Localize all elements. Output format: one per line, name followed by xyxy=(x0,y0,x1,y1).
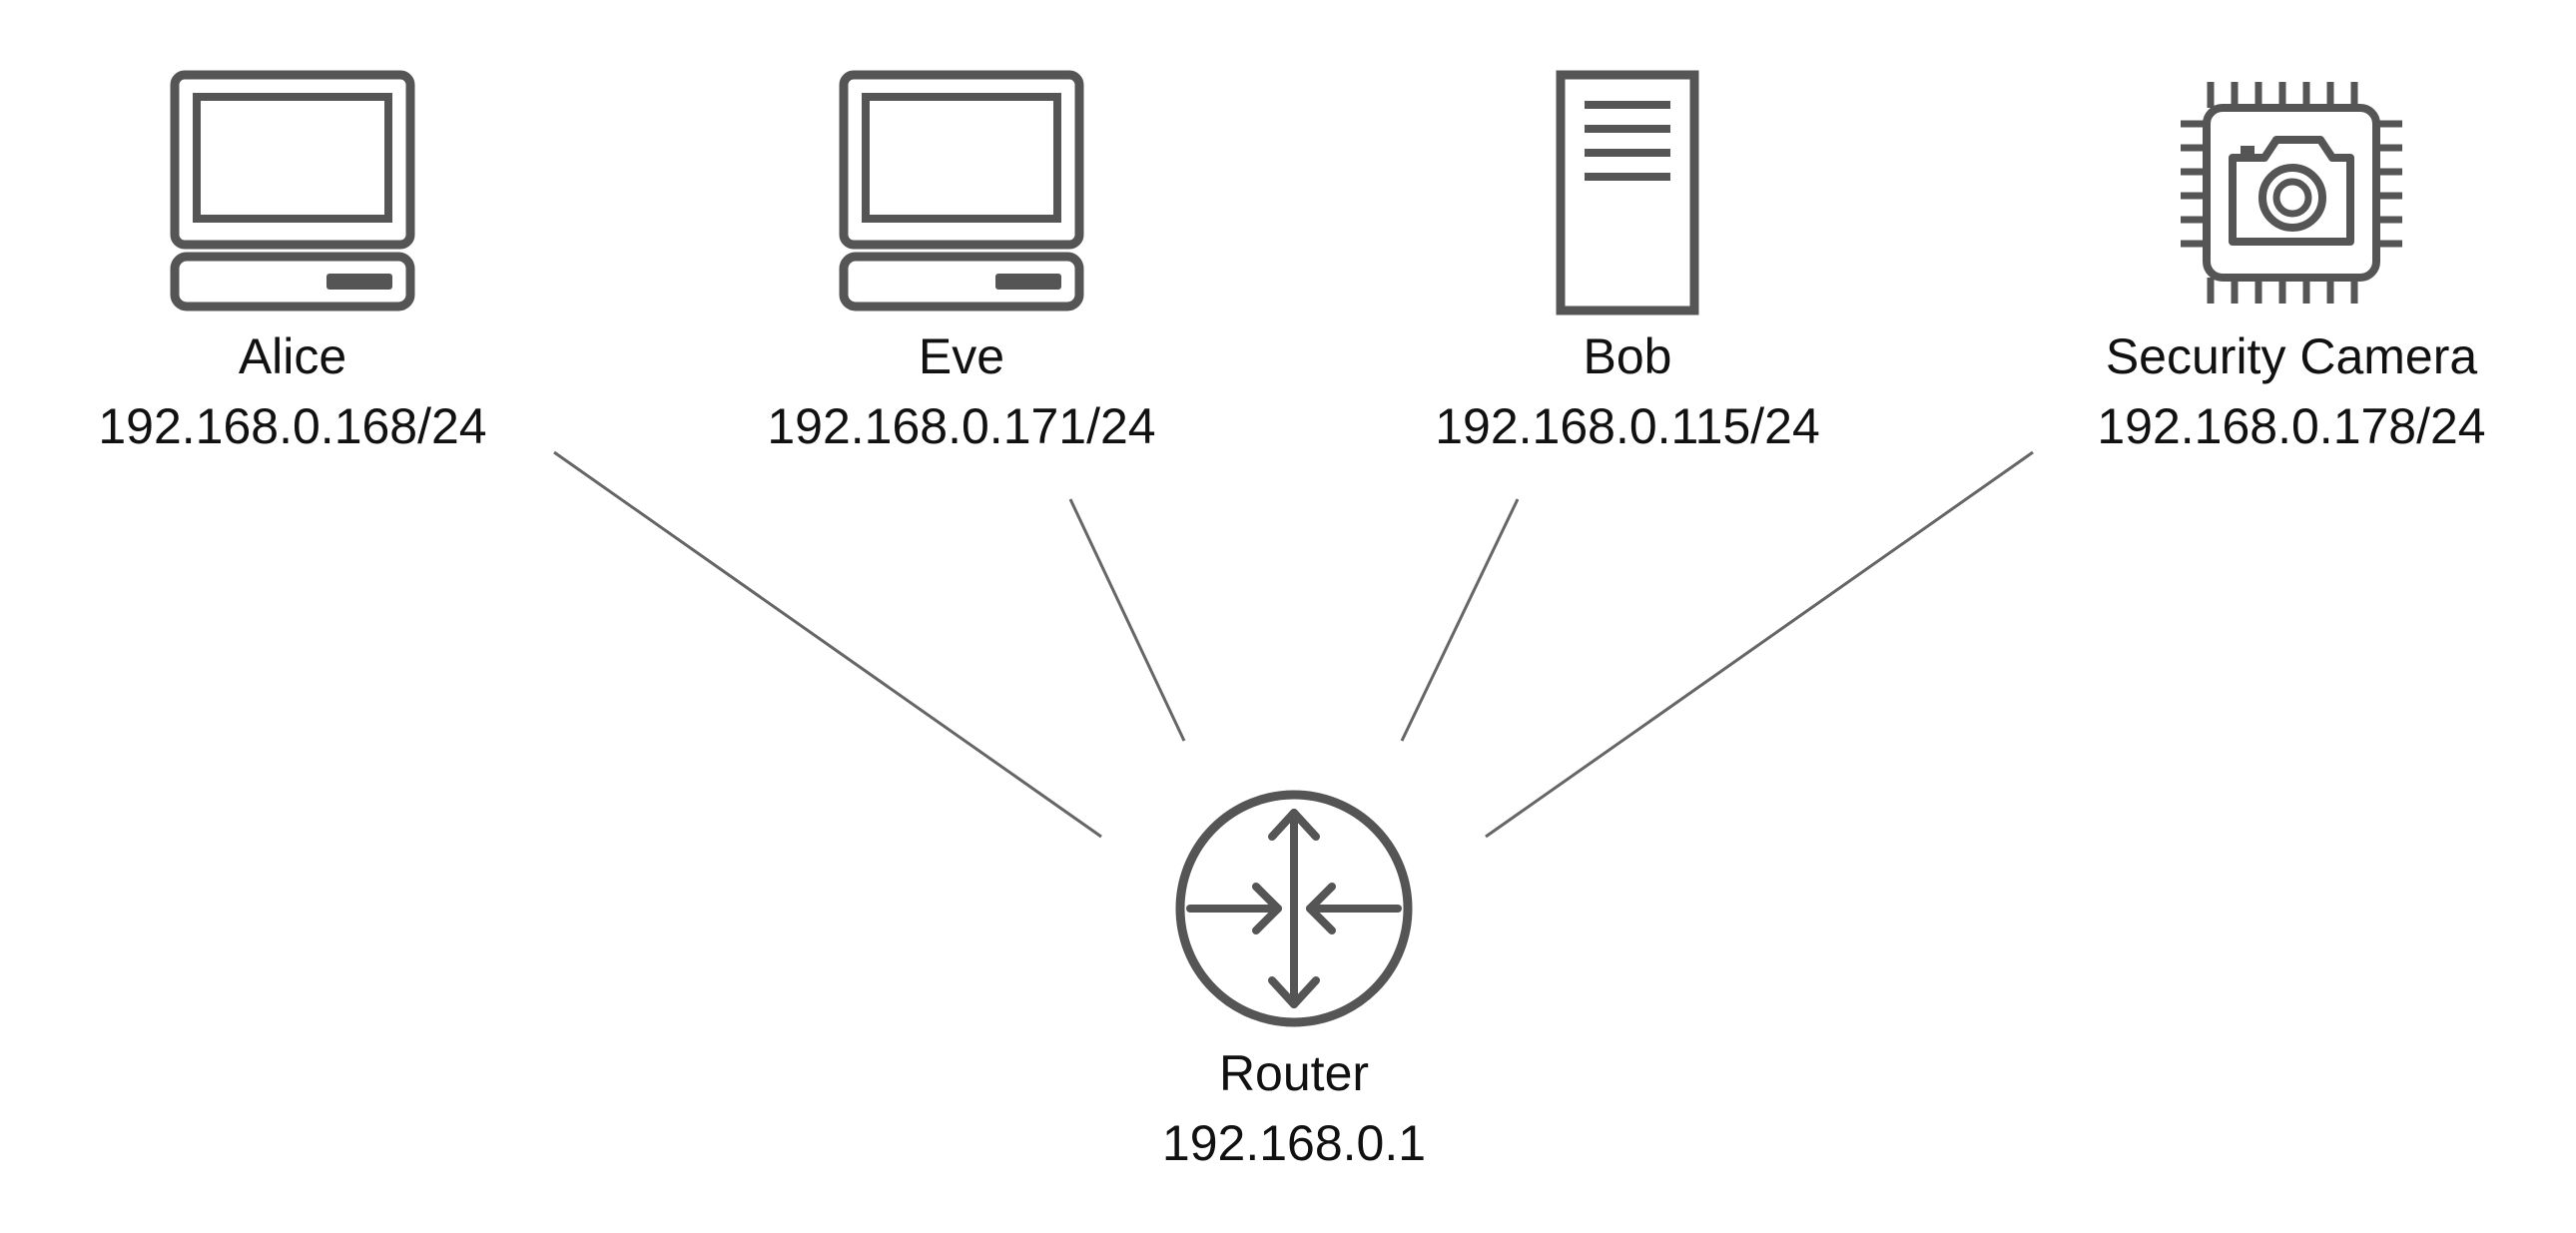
link-eve-router xyxy=(1068,498,1186,742)
node-ip-address: 192.168.0.115/24 xyxy=(1435,398,1820,454)
node-label-eve: Eve 192.168.0.171/24 xyxy=(612,321,1311,461)
node-ip-address: 192.168.0.1 xyxy=(1161,1115,1427,1171)
node-label-alice: Alice 192.168.0.168/24 xyxy=(0,321,642,461)
security-camera-icon xyxy=(2181,82,2402,304)
desktop-computer-icon xyxy=(170,70,415,311)
desktop-computer-icon xyxy=(839,70,1084,311)
links-group xyxy=(553,450,2034,839)
link-camera-router xyxy=(1485,450,2034,839)
node-name: Alice xyxy=(238,328,347,384)
node-label-bob: Bob 192.168.0.115/24 xyxy=(1278,321,1977,461)
node-name: Security Camera xyxy=(2105,328,2478,384)
server-tower-icon xyxy=(1556,70,1699,315)
router-icon xyxy=(1175,790,1413,1027)
node-label-security-camera: Security Camera 192.168.0.178/24 xyxy=(1942,321,2576,461)
node-label-router: Router 192.168.0.1 xyxy=(945,1038,1643,1178)
node-name: Bob xyxy=(1583,328,1672,384)
node-ip-address: 192.168.0.171/24 xyxy=(767,398,1156,454)
node-name: Eve xyxy=(918,328,1005,384)
node-ip-address: 192.168.0.178/24 xyxy=(2097,398,2486,454)
node-ip-address: 192.168.0.168/24 xyxy=(98,398,487,454)
link-bob-router xyxy=(1400,498,1520,742)
node-name: Router xyxy=(1218,1045,1370,1101)
link-alice-router xyxy=(553,450,1102,839)
